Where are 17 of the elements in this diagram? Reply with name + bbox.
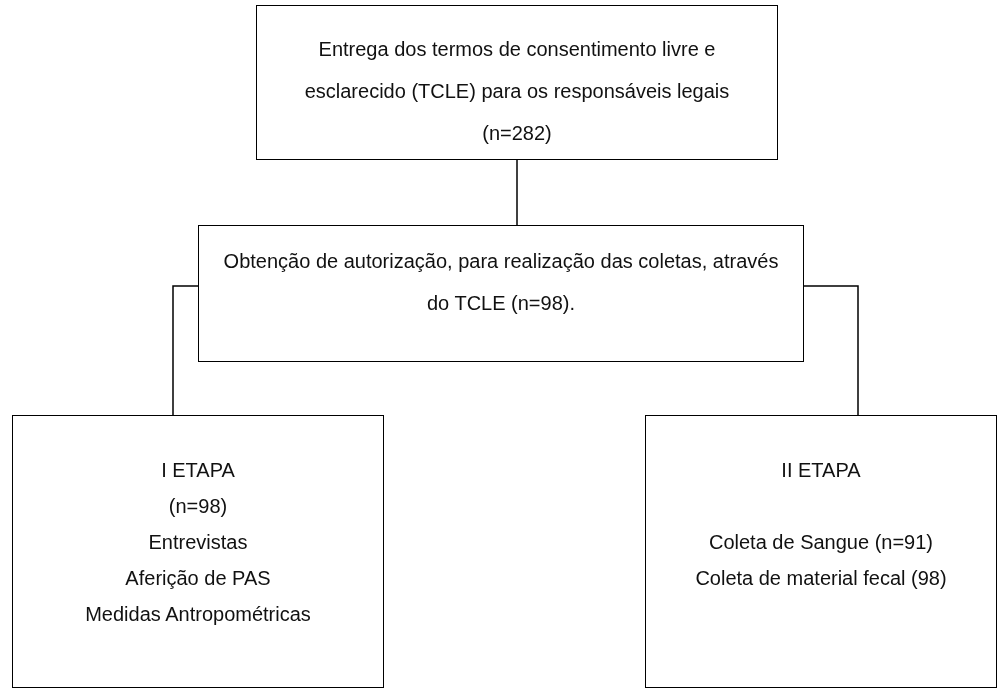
- box-heading: II ETAPA: [781, 458, 861, 483]
- connector-line: [172, 285, 199, 416]
- box-text: Obtenção de autorização, para realização das coletas, através do TCLE (n=98).: [222, 249, 780, 316]
- box-heading: I ETAPA: [161, 458, 235, 483]
- connector-line: [516, 159, 518, 226]
- box-text: Medidas Antropométricas: [85, 602, 311, 627]
- process-box: [645, 415, 997, 688]
- connector-line: [803, 285, 859, 416]
- box-text: Coleta de Sangue (n=91): [708, 530, 934, 555]
- box-text: Coleta de material fecal (98): [695, 566, 947, 591]
- box-text: Aferição de PAS: [125, 566, 271, 591]
- process-box: [256, 5, 778, 160]
- box-text: (n=98): [168, 494, 228, 519]
- box-text: Entrega dos termos de consentimento livre e esclarecido (TCLE) para os responsáveis legais (n=282): [303, 37, 731, 146]
- box-text: Entrevistas: [148, 530, 248, 555]
- process-box: [12, 415, 384, 688]
- process-box: [198, 225, 804, 362]
